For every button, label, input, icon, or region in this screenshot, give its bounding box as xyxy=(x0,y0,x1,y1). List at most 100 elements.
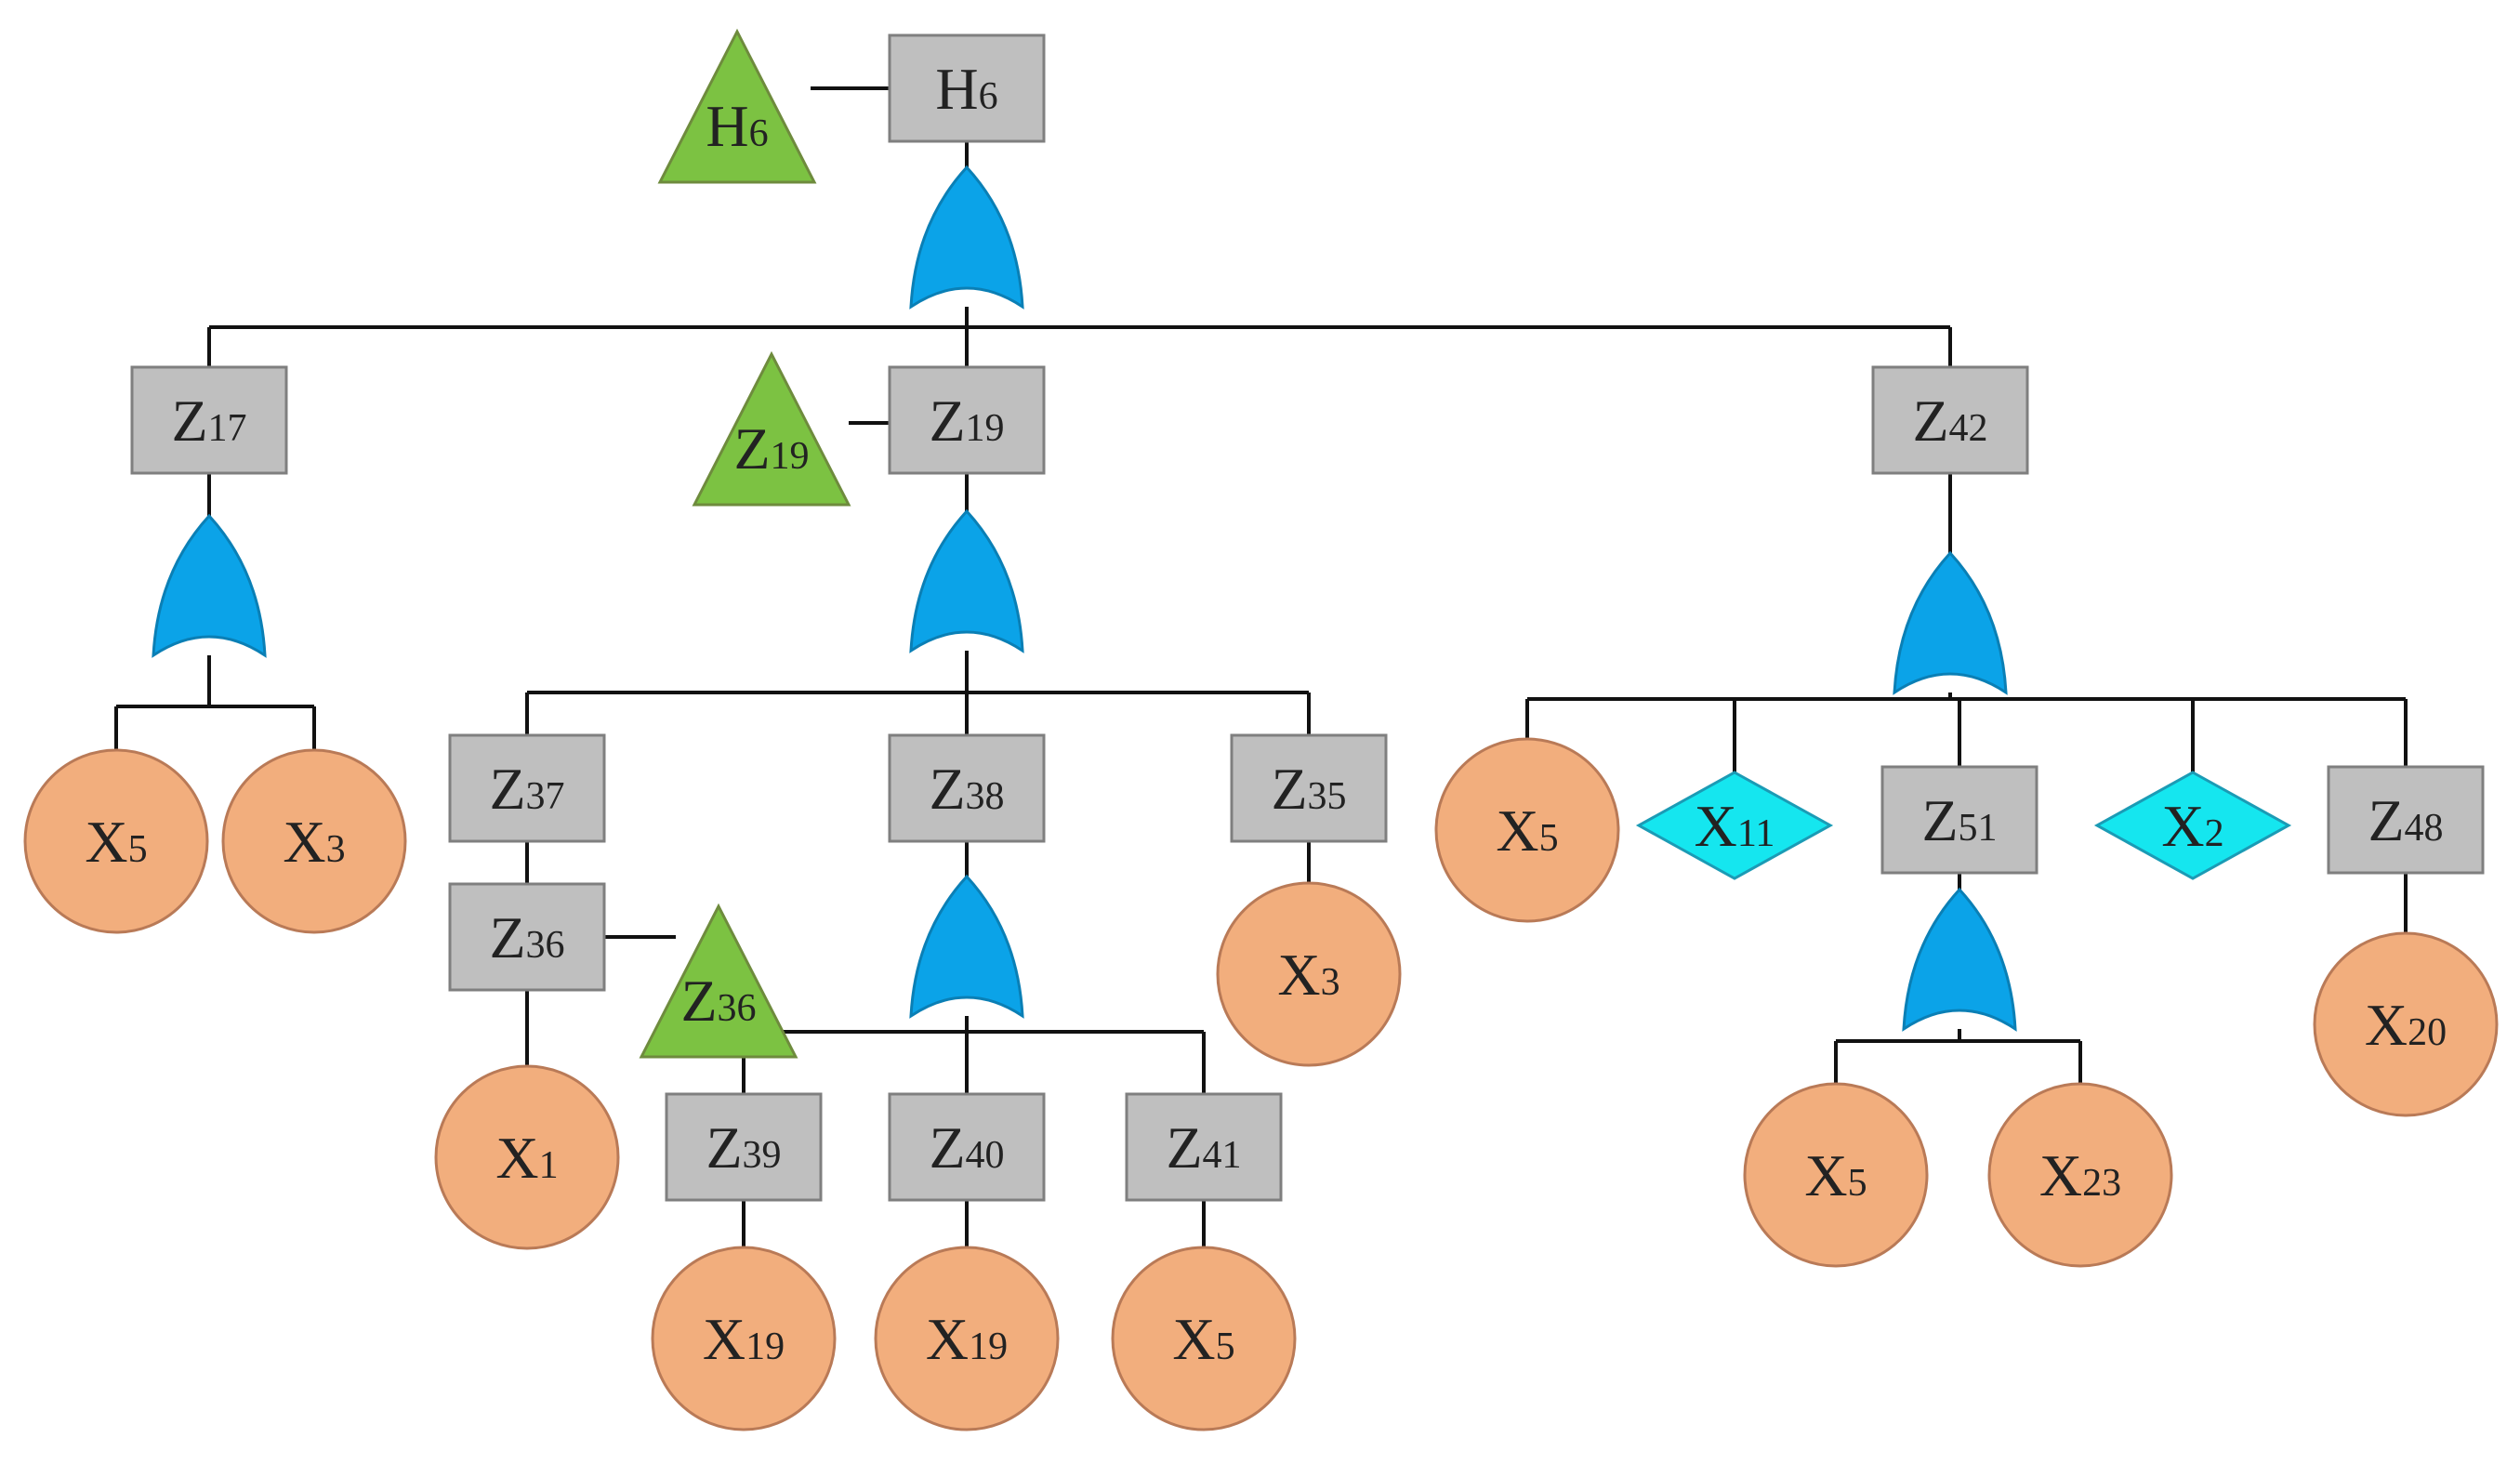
basic-event-circle xyxy=(1434,737,1620,923)
transfer-symbol: H6 xyxy=(657,28,817,184)
node-letter: Z xyxy=(680,968,717,1034)
or-gate-icon xyxy=(1893,550,2008,695)
node-label: H6 xyxy=(706,93,768,159)
node-subscript: 3 xyxy=(326,828,346,871)
intermediate-event: Z48 xyxy=(2327,765,2485,875)
event-box xyxy=(1125,1092,1283,1202)
basic-event-circle xyxy=(1111,1246,1297,1431)
node-label: H6 xyxy=(935,56,997,122)
intermediate-event: Z37 xyxy=(448,733,606,843)
node-letter: X xyxy=(1277,942,1320,1008)
intermediate-event: Z19 xyxy=(888,365,1046,475)
basic-event: X20 xyxy=(2313,931,2499,1117)
transfer-triangle xyxy=(692,350,851,507)
node-subscript: 5 xyxy=(128,828,148,871)
node-subscript: 19 xyxy=(966,407,1005,450)
intermediate-event: Z17 xyxy=(130,365,288,475)
event-box xyxy=(888,33,1046,143)
basic-event-circle xyxy=(1743,1082,1929,1268)
node-label: Z37 xyxy=(489,756,564,822)
event-box xyxy=(888,733,1046,843)
node-subscript: 35 xyxy=(1308,775,1347,818)
node-subscript: 38 xyxy=(966,775,1005,818)
node-subscript: 51 xyxy=(1959,807,1998,850)
intermediate-event: Z41 xyxy=(1125,1092,1283,1202)
node-subscript: 5 xyxy=(1216,1326,1235,1368)
node-label: Z17 xyxy=(171,388,246,454)
node-letter: H xyxy=(935,56,978,122)
event-box xyxy=(130,365,288,475)
undeveloped-diamond xyxy=(1635,771,1834,880)
event-box xyxy=(1871,365,2029,475)
node-letter: X xyxy=(1695,793,1737,859)
node-subscript: 41 xyxy=(1203,1134,1242,1177)
basic-event-circle xyxy=(221,748,407,934)
basic-event: X19 xyxy=(651,1246,837,1431)
node-subscript: 19 xyxy=(745,1326,785,1368)
node-subscript: 19 xyxy=(771,435,810,478)
node-subscript: 39 xyxy=(743,1134,782,1177)
event-box xyxy=(448,882,606,992)
node-label: X20 xyxy=(2365,992,2447,1058)
node-letter: X xyxy=(2039,1142,2082,1208)
node-label: X2 xyxy=(2161,793,2223,859)
or-gate-icon xyxy=(909,874,1024,1019)
node-letter: Z xyxy=(489,904,525,970)
node-letter: X xyxy=(1804,1142,1847,1208)
event-box xyxy=(448,733,606,843)
node-label: Z35 xyxy=(1271,756,1346,822)
node-label: X1 xyxy=(495,1125,558,1191)
transfer-symbol: Z19 xyxy=(692,350,851,507)
node-letter: X xyxy=(926,1306,969,1372)
intermediate-event: Z42 xyxy=(1871,365,2029,475)
intermediate-event: H6 xyxy=(888,33,1046,143)
node-letter: X xyxy=(2365,992,2408,1058)
node-label: X11 xyxy=(1695,793,1775,859)
node-label: Z19 xyxy=(929,388,1004,454)
basic-event-circle xyxy=(434,1064,620,1250)
node-label: Z42 xyxy=(1912,388,1987,454)
node-subscript: 5 xyxy=(1539,817,1559,860)
undeveloped-event: X2 xyxy=(2093,771,2292,880)
node-subscript: 5 xyxy=(1848,1162,1867,1205)
connector-lines xyxy=(114,86,2408,1247)
node-label: Z36 xyxy=(489,904,564,970)
basic-event-circle xyxy=(1987,1082,2173,1268)
node-subscript: 17 xyxy=(208,407,247,450)
node-letter: Z xyxy=(929,388,965,454)
node-letter: Z xyxy=(1166,1114,1202,1180)
node-letter: Z xyxy=(929,756,965,822)
basic-event-circle xyxy=(874,1246,1060,1431)
node-label: X3 xyxy=(1277,942,1339,1008)
event-box xyxy=(1230,733,1388,843)
node-label: Z39 xyxy=(706,1114,781,1180)
node-subscript: 23 xyxy=(2082,1162,2121,1205)
or-gate-icon xyxy=(909,165,1024,310)
undeveloped-event: X11 xyxy=(1635,771,1834,880)
node-label: X5 xyxy=(85,809,147,875)
basic-event: X5 xyxy=(1111,1246,1297,1431)
node-subscript: 2 xyxy=(2205,812,2224,855)
basic-event-circle xyxy=(23,748,209,934)
node-letter: X xyxy=(495,1125,538,1191)
intermediate-event: Z39 xyxy=(665,1092,823,1202)
or-gate-icon xyxy=(152,513,267,658)
node-letter: Z xyxy=(929,1114,965,1180)
node-letter: X xyxy=(703,1306,745,1372)
node-label: X5 xyxy=(1496,798,1558,864)
node-letter: X xyxy=(85,809,127,875)
node-label: X3 xyxy=(283,809,345,875)
node-letter: H xyxy=(706,93,748,159)
node-label: Z19 xyxy=(733,415,809,481)
node-letter: Z xyxy=(2368,787,2404,853)
node-label: Z51 xyxy=(1921,787,1997,853)
basic-event: X19 xyxy=(874,1246,1060,1431)
basic-event: X3 xyxy=(1216,881,1402,1067)
node-label: Z40 xyxy=(929,1114,1004,1180)
node-label: Z41 xyxy=(1166,1114,1241,1180)
node-label: X5 xyxy=(1804,1142,1867,1208)
basic-event: X5 xyxy=(1743,1082,1929,1268)
undeveloped-diamond xyxy=(2093,771,2292,880)
